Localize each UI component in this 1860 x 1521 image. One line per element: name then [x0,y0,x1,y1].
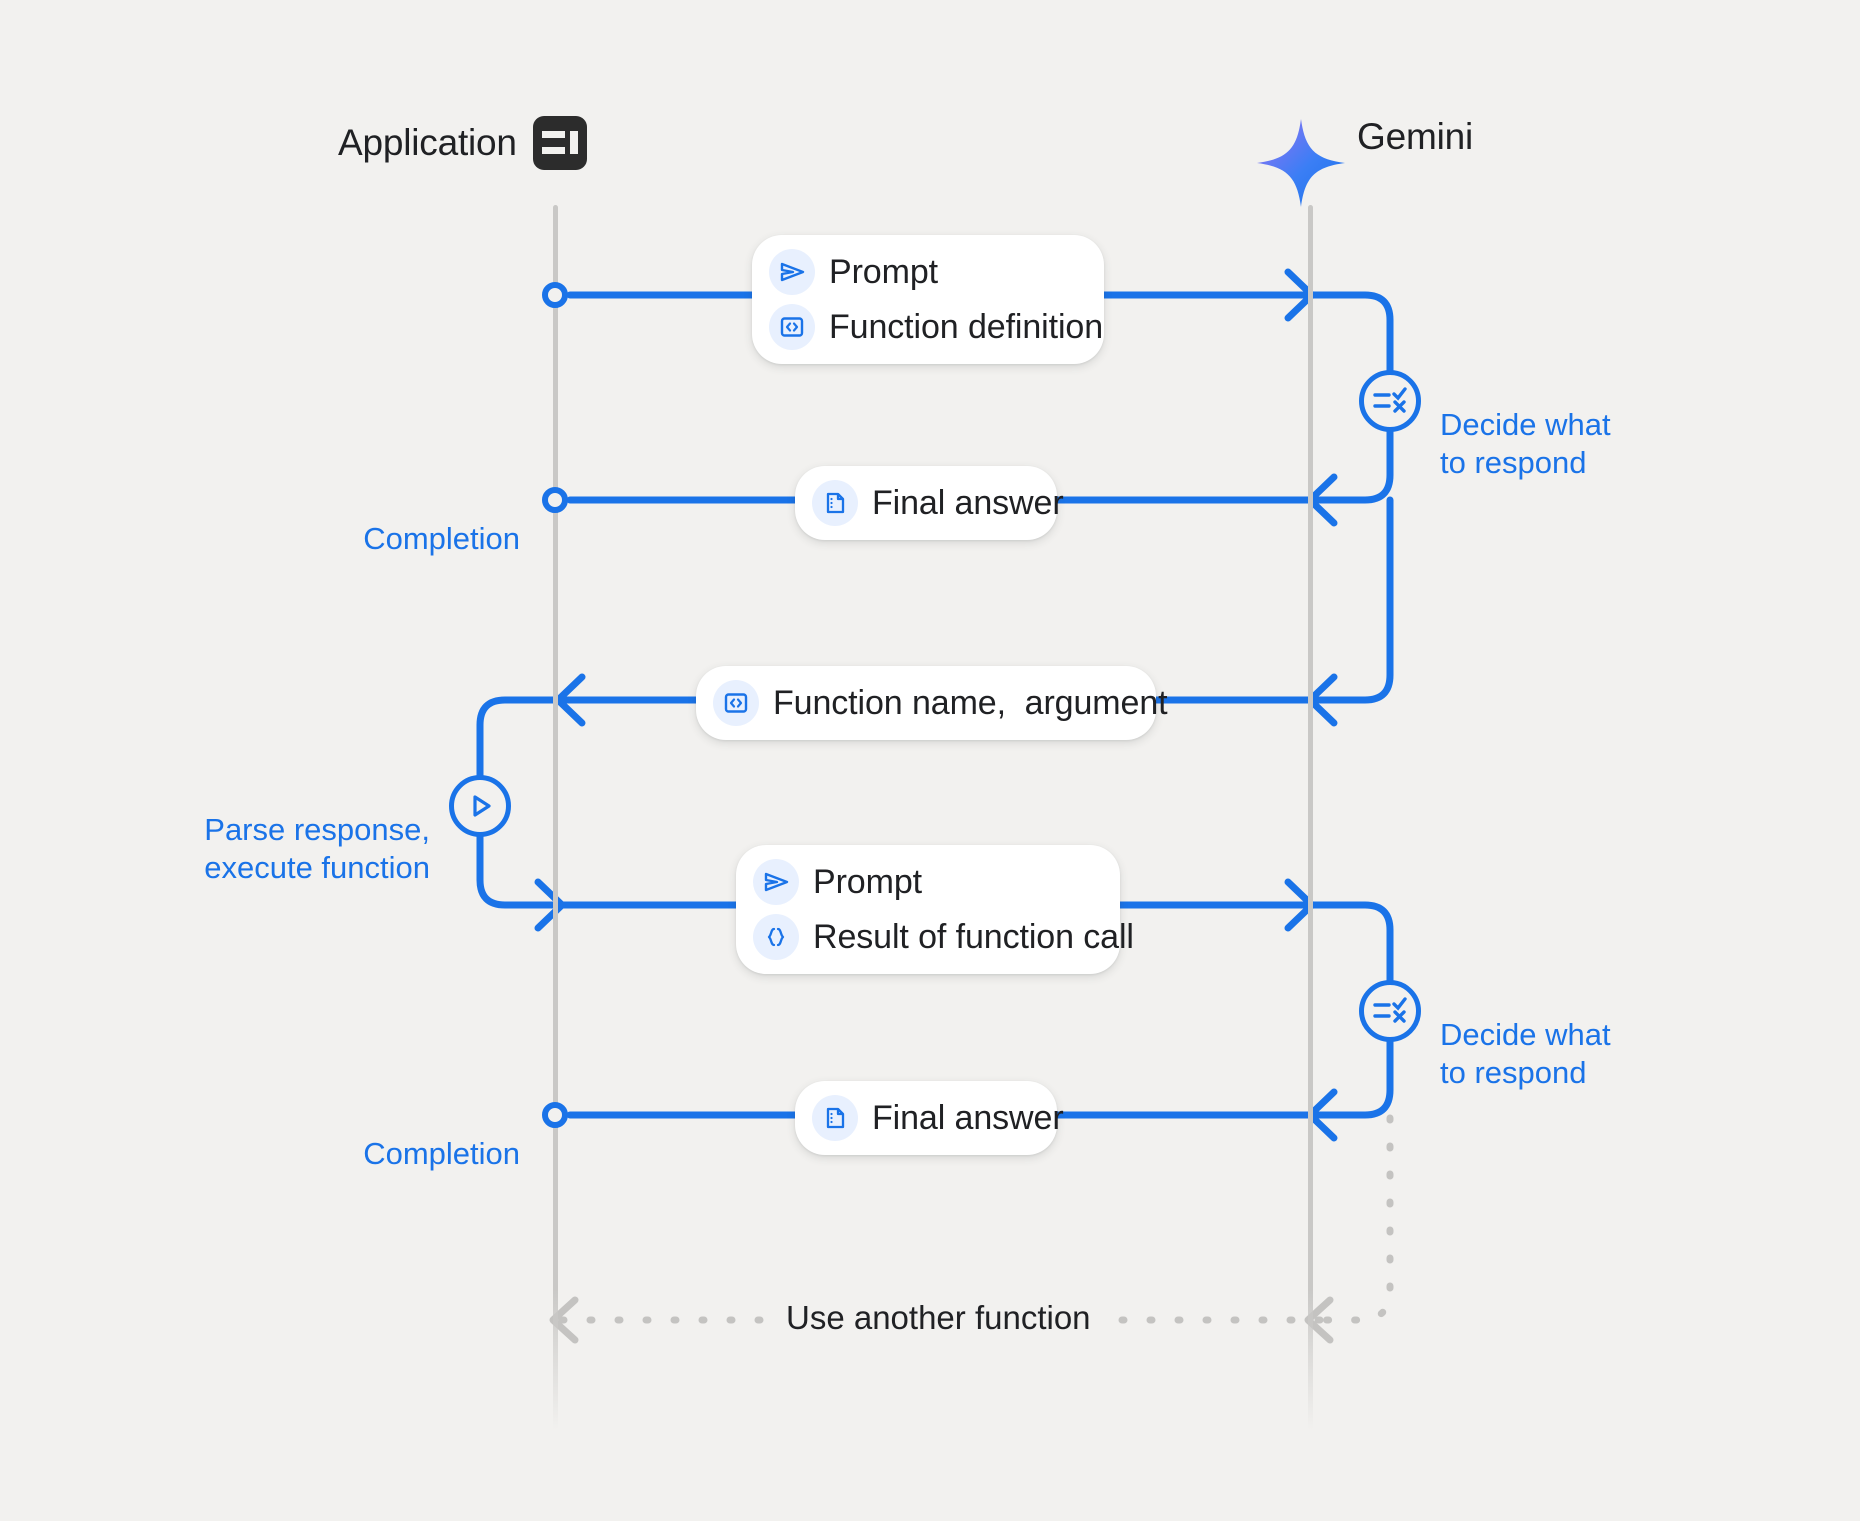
bubble-row: Final answer [812,480,1064,526]
process-node-parse-execute [449,775,511,837]
label-decide-2: Decide what to respond [1440,1017,1611,1091]
process-node-decide-1 [1359,370,1421,432]
wire-gemini-into-decide-2 [1308,901,1394,984]
bubble-label: Prompt [813,862,922,901]
checklist-decide-icon [1373,997,1407,1023]
bubble-row: Function definition [769,304,1103,350]
wire-into-parse [476,696,564,779]
send-icon [753,859,799,905]
bubble-function-name-argument: Function name, argument [696,666,1168,740]
bubble-row: Result of function call [753,914,1134,960]
bubble-prompt-function-definition: Prompt Function definition [752,235,1104,364]
wire-decide-1-down-to-funcrow [1308,496,1394,704]
code-brackets-icon [769,304,815,350]
endpoint-ring-completion-1 [542,487,568,513]
bubble-label: Result of function call [813,917,1134,956]
wire-out-of-parse [476,833,564,909]
bubble-label: Final answer [872,483,1064,522]
label-completion-1: Completion [363,521,520,557]
endpoint-ring-prompt [542,282,568,308]
bubble-row: Function name, argument [713,680,1168,726]
bubble-label: Final answer [872,1098,1064,1137]
wire-decide-2-out [1308,1038,1394,1119]
bubble-final-answer-2: Final answer [795,1081,1064,1155]
document-icon [812,480,858,526]
process-node-decide-2 [1359,980,1421,1042]
arrowhead-right-2 [534,878,566,932]
lifeline-gemini [1308,205,1313,1430]
bubble-label: Function definition [829,307,1104,346]
bubble-row: Prompt [769,249,1074,295]
code-brackets-icon [713,680,759,726]
curly-braces-icon [753,914,799,960]
bubble-label: Prompt [829,252,938,291]
bubble-row: Prompt [753,859,1090,905]
wire-decide-1-out [1308,428,1394,504]
label-parse-execute: Parse response, execute function [204,812,430,886]
bubble-prompt-result-of-function-call: Prompt Result of function call [736,845,1134,974]
send-icon [769,249,815,295]
label-completion-2: Completion [363,1136,520,1172]
lifeline-application [553,205,558,1430]
bubble-label: Function name, argument [773,683,1168,722]
gemini-sparkle-icon [1257,119,1345,207]
lane-header-gemini: Gemini [1357,116,1473,158]
arrowhead-left-3 [554,673,586,727]
endpoint-ring-completion-2 [542,1102,568,1128]
document-icon [812,1095,858,1141]
play-icon [473,795,491,817]
lane-label-gemini: Gemini [1357,116,1473,157]
label-decide-1: Decide what to respond [1440,407,1611,481]
loop-label-use-another-function: Use another function [770,1299,1107,1337]
wire-gemini-into-decide-1 [1308,291,1394,374]
wire-loop-down-dashed [1316,1114,1394,1324]
bubble-final-answer-1: Final answer [795,466,1064,540]
bubble-row: Final answer [812,1095,1064,1141]
lane-header-application: Application [338,116,587,170]
lane-label-application: Application [338,122,517,163]
checklist-decide-icon [1373,387,1407,413]
app-window-icon [532,116,587,170]
